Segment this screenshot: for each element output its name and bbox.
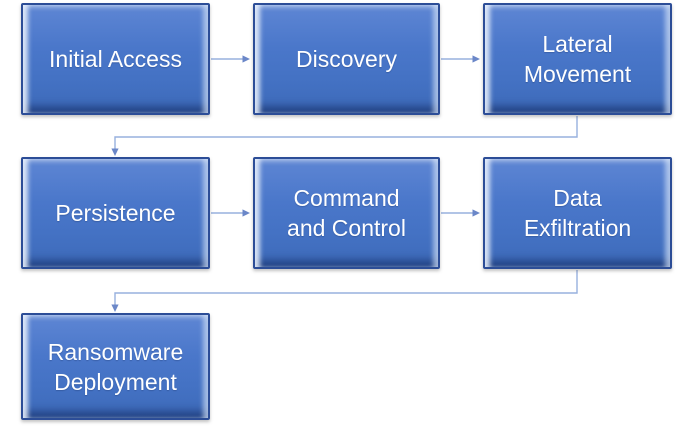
flow-node-data-exfiltration: Data Exfiltration	[483, 157, 672, 269]
flow-node-label: Discovery	[296, 46, 397, 72]
flow-node-ransomware-deployment: Ransomware Deployment	[21, 313, 210, 420]
arrowhead-right-icon	[472, 55, 480, 63]
arrowhead-down-icon	[111, 304, 119, 312]
flow-node-persistence: Persistence	[21, 157, 210, 269]
flow-node-label: Persistence	[55, 200, 176, 226]
arrowhead-right-icon	[242, 55, 250, 63]
arrowhead-right-icon	[242, 209, 250, 217]
flow-node-label: Lateral Movement	[523, 31, 632, 87]
connector-data-exfiltration-to-ransomware-deployment	[114, 270, 578, 305]
flow-node-command-and-control: Command and Control	[253, 157, 440, 269]
flow-node-discovery: Discovery	[253, 3, 440, 115]
arrowhead-down-icon	[111, 148, 119, 156]
flow-node-label: Command and Control	[287, 185, 406, 241]
flow-node-label: Initial Access	[49, 46, 182, 72]
flow-node-initial-access: Initial Access	[21, 3, 210, 115]
arrowhead-right-icon	[472, 209, 480, 217]
flow-node-label: Data Exfiltration	[523, 185, 632, 241]
flow-node-label: Ransomware Deployment	[47, 338, 184, 395]
flow-node-lateral-movement: Lateral Movement	[483, 3, 672, 115]
connector-lateral-movement-to-persistence	[114, 116, 578, 149]
